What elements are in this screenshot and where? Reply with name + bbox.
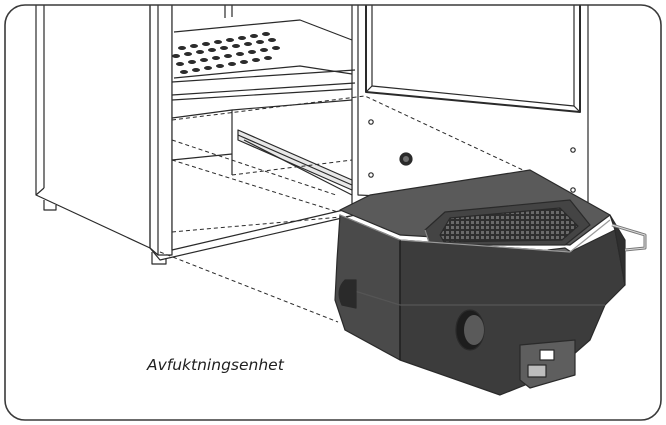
shelf-perforations: [172, 32, 280, 74]
cabinet: [35, 5, 356, 265]
door: [357, 5, 589, 206]
frame-border: [4, 4, 662, 421]
guide-lines: [159, 95, 541, 323]
dehumidifier-unit: [334, 169, 647, 396]
caption: Avfuktningsenhet: [147, 356, 284, 374]
